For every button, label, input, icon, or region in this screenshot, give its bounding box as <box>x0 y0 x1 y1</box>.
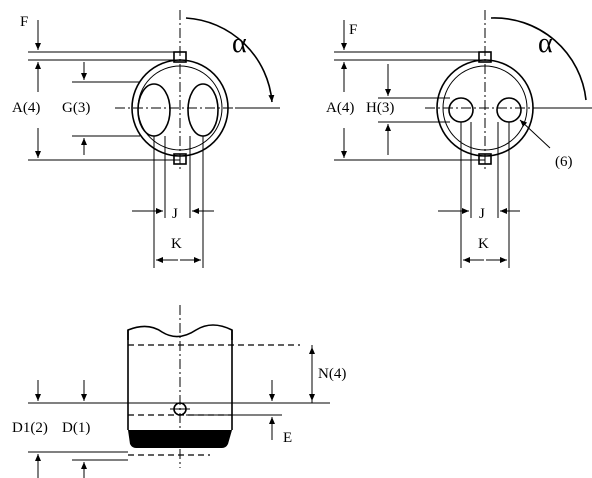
alpha-angle-arc <box>490 17 587 101</box>
label-note-6: (6) <box>555 154 573 170</box>
round-hole-right <box>496 97 522 123</box>
oval-hole-left <box>137 83 171 137</box>
label-n: N(4) <box>318 366 346 382</box>
label-h: H(3) <box>366 100 394 116</box>
label-k: K <box>478 236 489 252</box>
label-f: F <box>20 14 28 30</box>
body-top-break <box>127 324 233 340</box>
alpha-angle-arc <box>185 17 275 103</box>
label-a: A(4) <box>12 100 40 116</box>
label-alpha: α <box>538 28 553 59</box>
oval-hole-right <box>187 83 219 137</box>
side-view: N(4) D1(2) D(1) E <box>12 305 346 478</box>
round-hole-left <box>448 97 474 123</box>
label-j: J <box>479 206 485 222</box>
label-d1: D1(2) <box>12 420 48 436</box>
top-view-right: F A(4) H(3) J K α (6) <box>326 10 592 268</box>
label-f: F <box>349 22 357 38</box>
label-a: A(4) <box>326 100 354 116</box>
top-view-left: F A(4) G(3) J K α <box>12 10 280 268</box>
label-k: K <box>171 236 182 252</box>
label-alpha: α <box>232 28 247 59</box>
label-j: J <box>172 206 178 222</box>
label-g: G(3) <box>62 100 90 116</box>
note-6-leader <box>519 119 551 149</box>
label-d: D(1) <box>62 420 90 436</box>
label-e: E <box>283 430 292 446</box>
